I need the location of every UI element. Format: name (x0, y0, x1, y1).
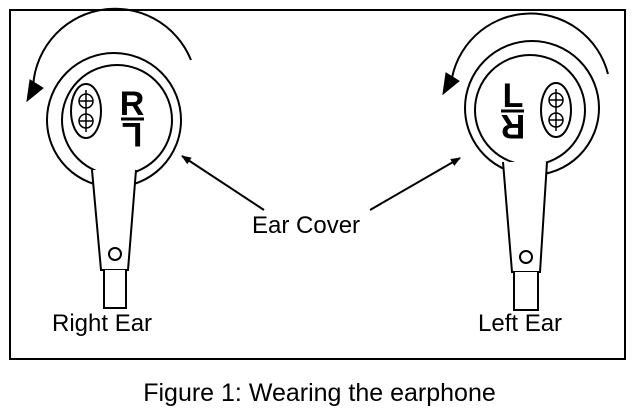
right-stem (91, 169, 137, 271)
ear-cover-label: Ear Cover (252, 212, 361, 239)
right-cord (103, 270, 127, 309)
right-marking-bottom: L (122, 115, 143, 153)
left-stem-hole (519, 250, 533, 264)
left-button-symbol (548, 89, 564, 131)
right-button-symbol (78, 90, 94, 132)
left-cord (513, 272, 539, 311)
left-stem (502, 161, 548, 273)
left-marking-top: L (503, 77, 524, 115)
left-rotation-arrow (450, 12, 609, 85)
left-rotation-arrowhead (442, 72, 460, 96)
left-ear-label: Left Ear (478, 310, 563, 337)
right-stem-hole (108, 247, 122, 261)
right-ear-cover (46, 52, 182, 188)
left-ear-cover (464, 40, 600, 176)
left-marking-bottom: R (501, 107, 526, 145)
right-rotation-arrowhead (26, 79, 44, 103)
right-ear-label: Right Ear (52, 310, 153, 337)
right-rotation-arrow (31, 7, 192, 93)
figure-caption: Figure 1: Wearing the earphone (143, 379, 496, 407)
right-oval-button (70, 83, 102, 139)
right-earphone (26, 7, 192, 309)
ear-cover-arrow-left-earphone (369, 157, 461, 211)
figure-frame (9, 9, 626, 360)
left-oval-button (540, 82, 572, 138)
ear-cover-arrow-right-earphone (181, 155, 265, 211)
left-earphone (442, 12, 609, 311)
right-marking-top: R (120, 85, 145, 123)
